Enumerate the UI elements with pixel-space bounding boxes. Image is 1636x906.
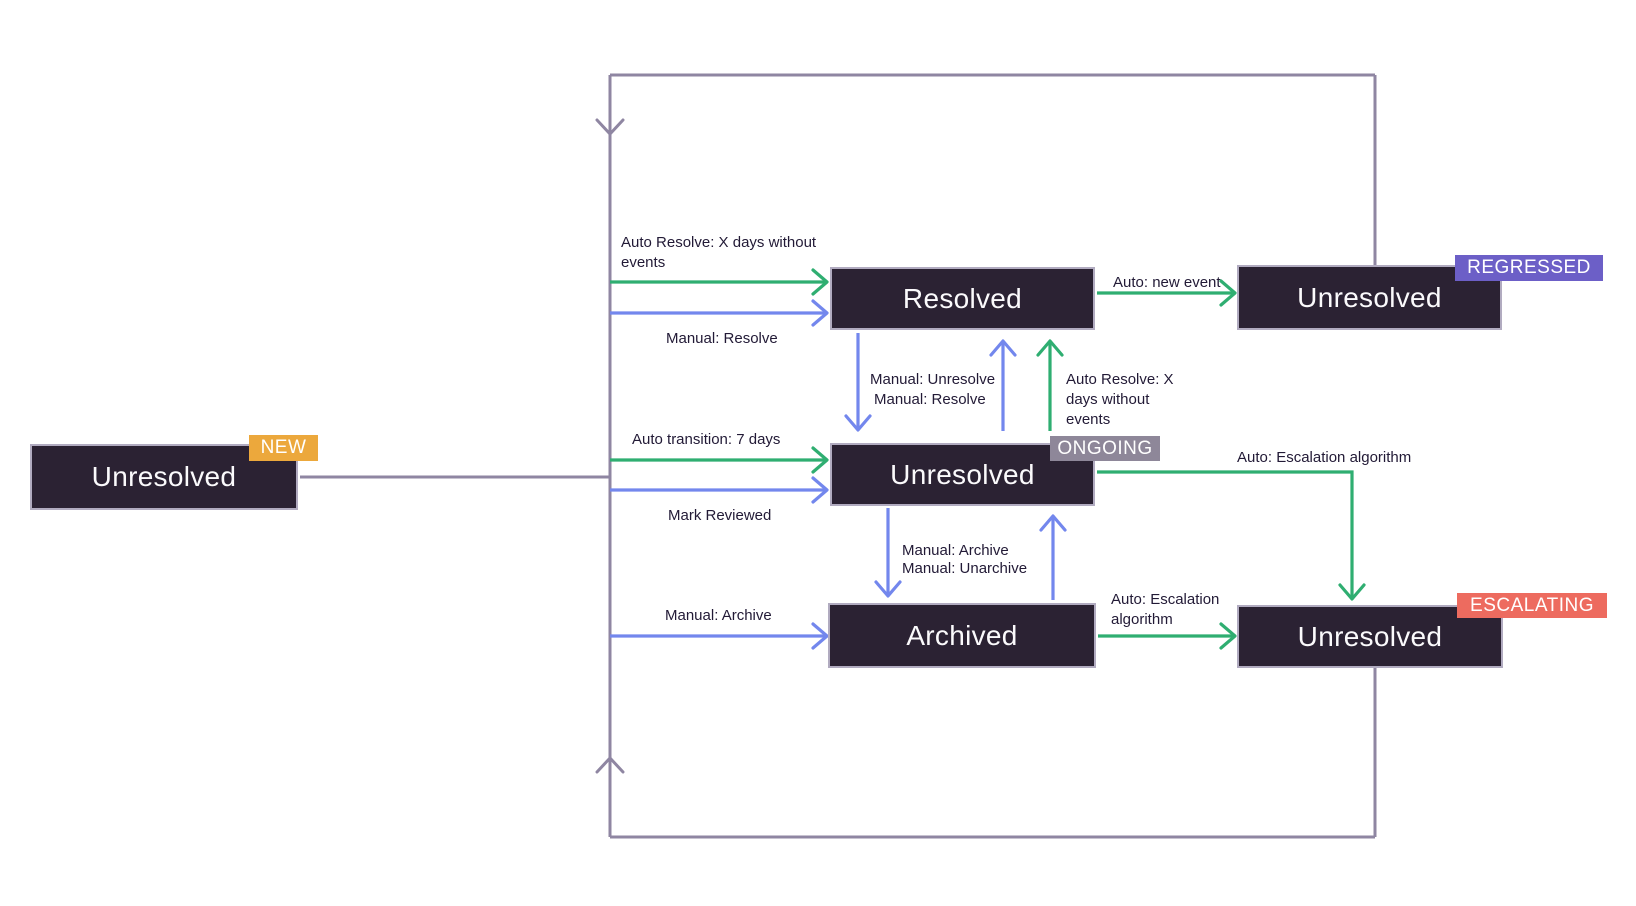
state-label: Resolved [902, 282, 1023, 314]
edge-label-manual-unresolve: Manual: Unresolve [870, 371, 996, 388]
state-label: Unresolved [1297, 620, 1443, 652]
state-label: Unresolved [91, 461, 237, 492]
edge-label-mark-reviewed: Mark Reviewed [668, 507, 772, 524]
edge-label-auto-escalation-bottom: Auto: Escalation algorithm [1111, 591, 1220, 628]
edge-label-manual-unarchive: Manual: Unarchive [902, 560, 1028, 577]
edge-auto-escalation-elbow [1097, 470, 1366, 601]
edge-label-manual-resolve-mid: Manual: Resolve [874, 391, 986, 408]
status-badge-ongoing: ONGOING [1050, 436, 1160, 461]
status-badge-regressed: REGRESSED [1455, 255, 1603, 281]
status-badge-escalating: ESCALATING [1457, 593, 1607, 618]
status-badge-new: NEW [249, 435, 318, 461]
edge-label-auto-resolve-top: Auto Resolve: X days without events [621, 234, 817, 271]
state-box-resolved: Resolved [830, 267, 1095, 330]
edge-label-manual-resolve-top: Manual: Resolve [666, 330, 778, 347]
state-label: Archived [906, 619, 1018, 651]
edge-label-manual-archive-mid: Manual: Archive [902, 542, 1009, 559]
edge-label-manual-archive-left: Manual: Archive [665, 607, 772, 624]
trunk-down-arrow-icon [595, 118, 625, 136]
edge-label-auto-escalation-right: Auto: Escalation algorithm [1237, 449, 1412, 466]
state-label: Unresolved [1297, 281, 1442, 313]
trunk-up-arrow-icon [595, 756, 625, 774]
edge-label-auto-transition: Auto transition: 7 days [632, 431, 781, 448]
edge-label-auto-resolve-mid: Auto Resolve: X days without events [1066, 371, 1174, 428]
state-box-archived: Archived [828, 603, 1096, 668]
edge-label-auto-new-event: Auto: new event [1113, 274, 1221, 291]
state-label: Unresolved [890, 458, 1035, 490]
